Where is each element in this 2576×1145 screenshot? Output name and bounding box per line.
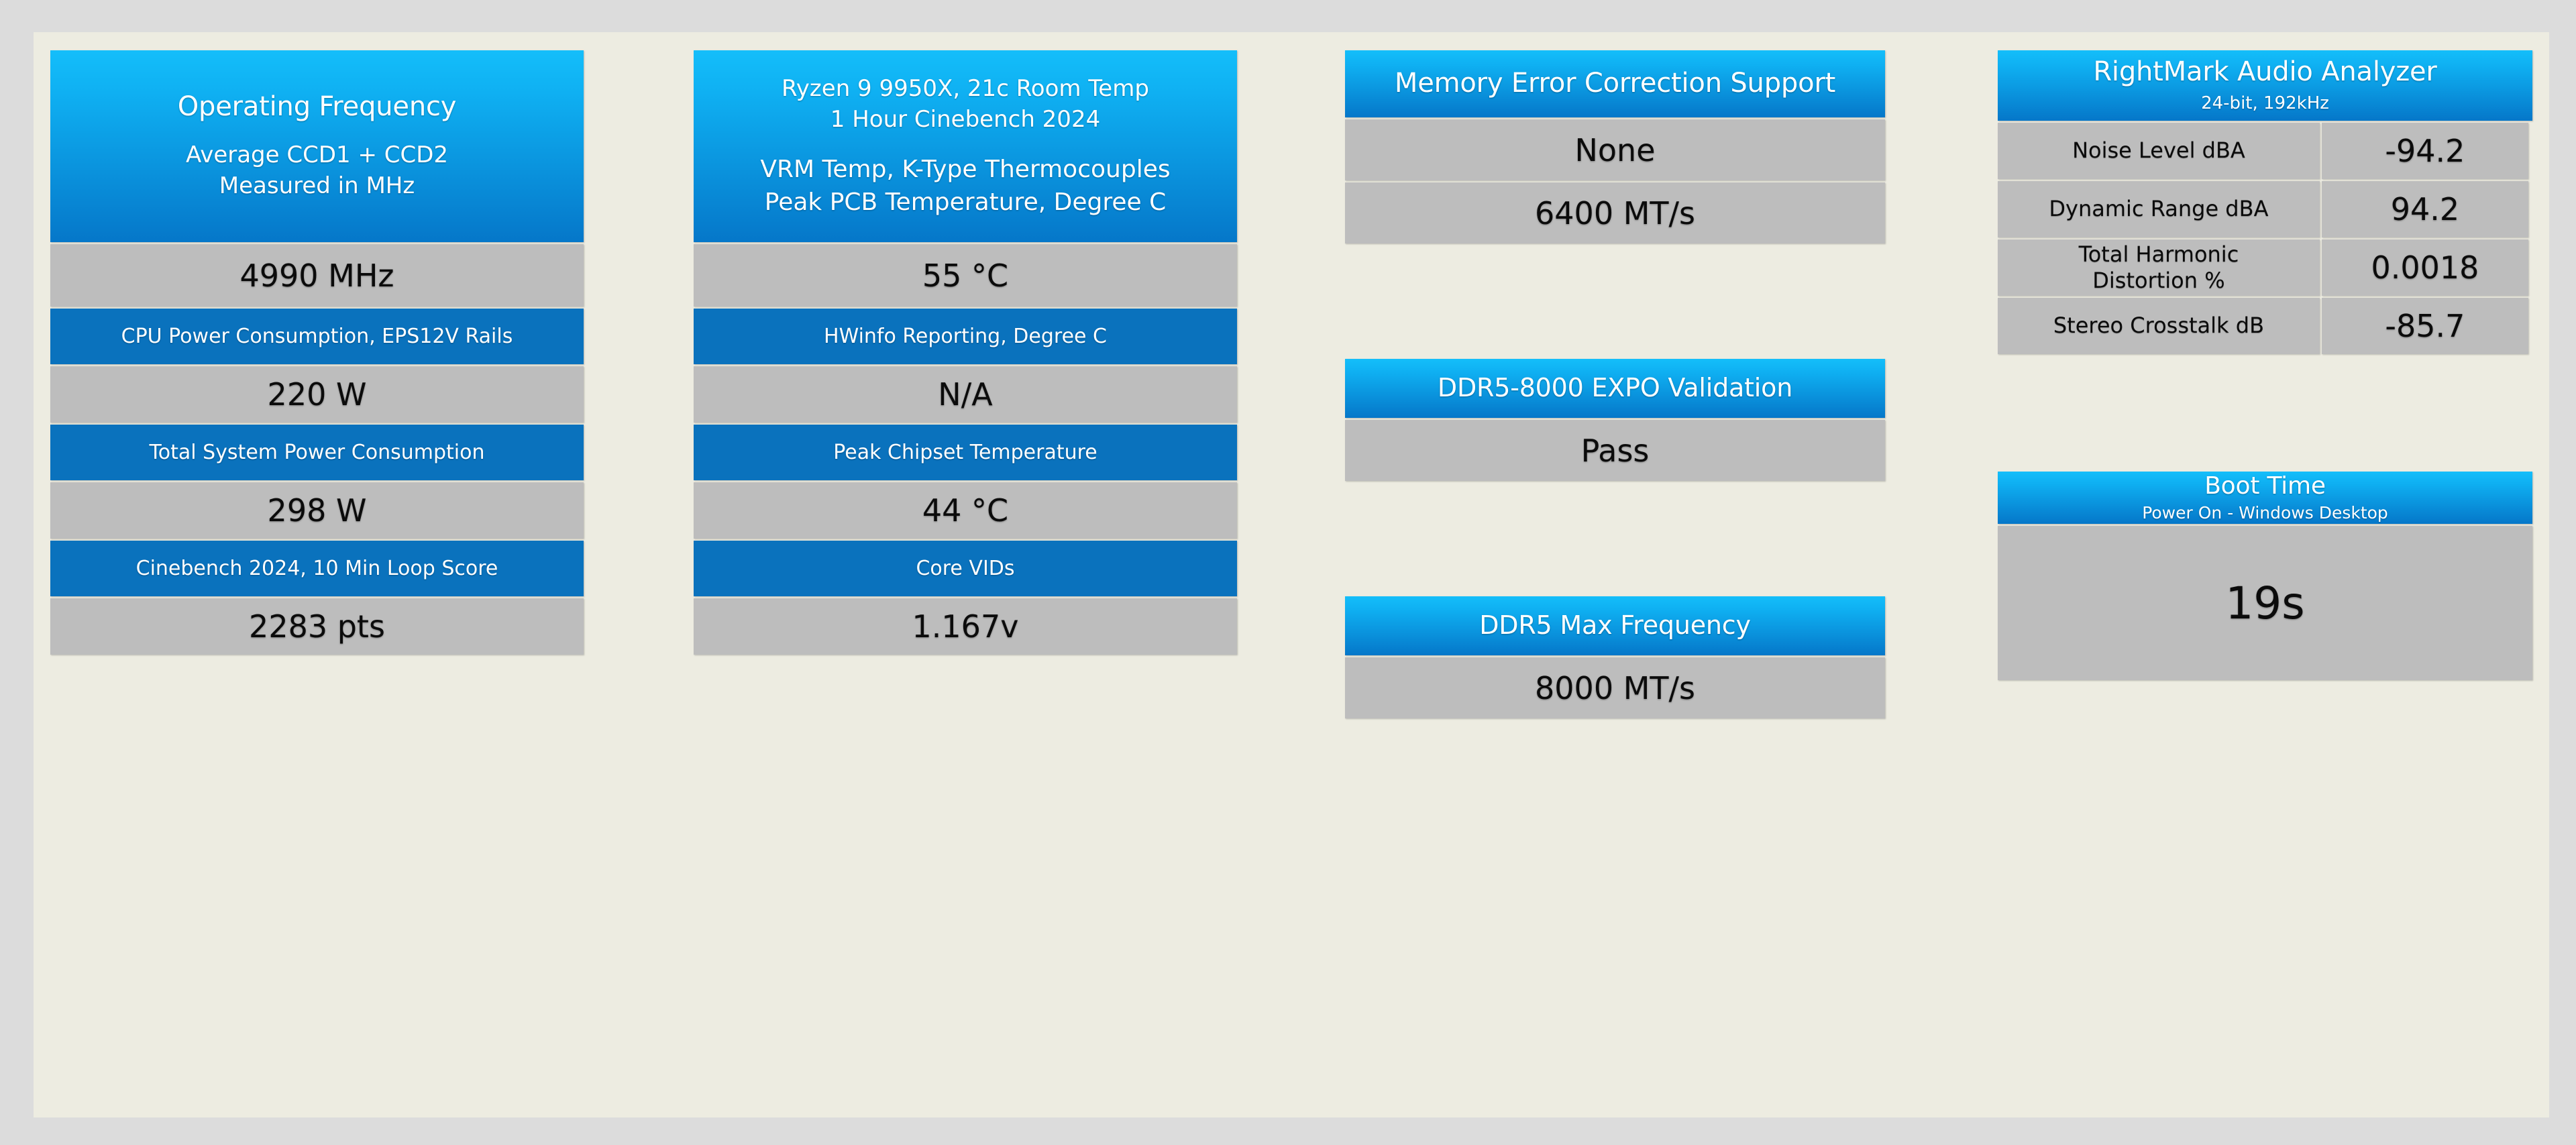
rmaa-label-noise-level: Noise Level dBA bbox=[1998, 123, 2320, 179]
table-row: Stereo Crosstalk dB -85.7 bbox=[1998, 298, 2528, 354]
header-title: Operating Frequency bbox=[177, 91, 457, 122]
value-operating-frequency: 4990 MHz bbox=[50, 244, 584, 307]
value-expo-result: Pass bbox=[1345, 420, 1885, 481]
column-operating-frequency: Operating Frequency Average CCD1 + CCD2 … bbox=[50, 50, 584, 1098]
header-memory-error-correction: Memory Error Correction Support bbox=[1345, 50, 1885, 117]
header-subtitle-line1: VRM Temp, K-Type Thermocouples bbox=[760, 156, 1171, 184]
card-memory-error-correction: Memory Error Correction Support None 640… bbox=[1345, 50, 1885, 243]
rmaa-value-noise-level: -94.2 bbox=[2321, 123, 2528, 179]
value-boot-time: 19s bbox=[1998, 526, 2532, 680]
card-rightmark-audio-analyzer: RightMark Audio Analyzer 24-bit, 192kHz … bbox=[1998, 50, 2532, 356]
column-memory: Memory Error Correction Support None 640… bbox=[1345, 50, 1885, 1098]
header-subtitle-line2: Measured in MHz bbox=[219, 172, 415, 199]
card-header-thermals: Ryzen 9 9950X, 21c Room Temp 1 Hour Cine… bbox=[694, 50, 1237, 242]
value-hwinfo-reporting: N/A bbox=[694, 366, 1237, 423]
rmaa-label-dynamic-range: Dynamic Range dBA bbox=[1998, 181, 2320, 237]
header-title-line1: Ryzen 9 9950X, 21c Room Temp bbox=[782, 75, 1149, 103]
header-rightmark-audio-analyzer: RightMark Audio Analyzer 24-bit, 192kHz bbox=[1998, 50, 2532, 121]
header-boot-time: Boot Time Power On - Windows Desktop bbox=[1998, 472, 2532, 524]
value-vrm-temp: 55 °C bbox=[694, 244, 1237, 307]
value-peak-chipset-temperature: 44 °C bbox=[694, 482, 1237, 539]
rmaa-label-thd-line1: Total Harmonic bbox=[2078, 241, 2239, 267]
table-row: Total Harmonic Distortion % 0.0018 bbox=[1998, 239, 2528, 296]
table-row: Dynamic Range dBA 94.2 bbox=[1998, 181, 2528, 237]
header-title: Memory Error Correction Support bbox=[1394, 68, 1836, 99]
rmaa-label-thd: Total Harmonic Distortion % bbox=[1998, 239, 2320, 296]
header-title-line2: 1 Hour Cinebench 2024 bbox=[830, 105, 1101, 133]
label-total-system-power: Total System Power Consumption bbox=[50, 425, 584, 480]
card-boot-time: Boot Time Power On - Windows Desktop 19s bbox=[1998, 472, 2532, 680]
rmaa-label-stereo-crosstalk: Stereo Crosstalk dB bbox=[1998, 298, 2320, 354]
spacer-3 bbox=[1998, 356, 2532, 472]
value-ecc-support: None bbox=[1345, 119, 1885, 180]
value-ecc-speed: 6400 MT/s bbox=[1345, 182, 1885, 243]
header-subtitle-line1: Average CCD1 + CCD2 bbox=[185, 142, 449, 169]
rmaa-value-dynamic-range: 94.2 bbox=[2321, 181, 2528, 237]
rmaa-table: Noise Level dBA -94.2 Dynamic Range dBA … bbox=[1996, 121, 2530, 356]
header-subtitle: 24-bit, 192kHz bbox=[2201, 93, 2329, 113]
spec-columns: Operating Frequency Average CCD1 + CCD2 … bbox=[50, 50, 2532, 1098]
value-cinebench-score: 2283 pts bbox=[50, 598, 584, 655]
value-cpu-power: 220 W bbox=[50, 366, 584, 423]
header-title: DDR5-8000 EXPO Validation bbox=[1437, 373, 1793, 403]
value-ddr5-max-frequency: 8000 MT/s bbox=[1345, 657, 1885, 718]
label-cpu-power-consumption: CPU Power Consumption, EPS12V Rails bbox=[50, 309, 584, 364]
rmaa-value-stereo-crosstalk: -85.7 bbox=[2321, 298, 2528, 354]
content-panel: Operating Frequency Average CCD1 + CCD2 … bbox=[34, 32, 2549, 1117]
card-header-operating-frequency: Operating Frequency Average CCD1 + CCD2 … bbox=[50, 50, 584, 242]
label-peak-chipset-temperature: Peak Chipset Temperature bbox=[694, 425, 1237, 480]
header-subtitle-line2: Peak PCB Temperature, Degree C bbox=[764, 188, 1167, 216]
value-core-vids: 1.167v bbox=[694, 598, 1237, 655]
spacer-2 bbox=[1345, 481, 1885, 596]
header-ddr5-expo: DDR5-8000 EXPO Validation bbox=[1345, 359, 1885, 418]
header-title: DDR5 Max Frequency bbox=[1479, 610, 1751, 641]
header-title: Boot Time bbox=[2204, 472, 2326, 500]
rmaa-label-thd-line2: Distortion % bbox=[2092, 268, 2225, 293]
rmaa-value-thd: 0.0018 bbox=[2321, 239, 2528, 296]
label-hwinfo-reporting: HWinfo Reporting, Degree C bbox=[694, 309, 1237, 364]
column-thermals: Ryzen 9 9950X, 21c Room Temp 1 Hour Cine… bbox=[694, 50, 1237, 1098]
card-ddr5-expo-validation: DDR5-8000 EXPO Validation Pass bbox=[1345, 359, 1885, 481]
column-audio-and-boot: RightMark Audio Analyzer 24-bit, 192kHz … bbox=[1998, 50, 2532, 1098]
card-ddr5-max-frequency: DDR5 Max Frequency 8000 MT/s bbox=[1345, 596, 1885, 718]
label-core-vids: Core VIDs bbox=[694, 541, 1237, 596]
value-total-system-power: 298 W bbox=[50, 482, 584, 539]
table-row: Noise Level dBA -94.2 bbox=[1998, 123, 2528, 179]
header-title: RightMark Audio Analyzer bbox=[2093, 56, 2437, 88]
header-subtitle: Power On - Windows Desktop bbox=[2142, 502, 2388, 523]
label-cinebench-loop-score: Cinebench 2024, 10 Min Loop Score bbox=[50, 541, 584, 596]
header-ddr5-max-frequency: DDR5 Max Frequency bbox=[1345, 596, 1885, 655]
spacer-1 bbox=[1345, 243, 1885, 359]
